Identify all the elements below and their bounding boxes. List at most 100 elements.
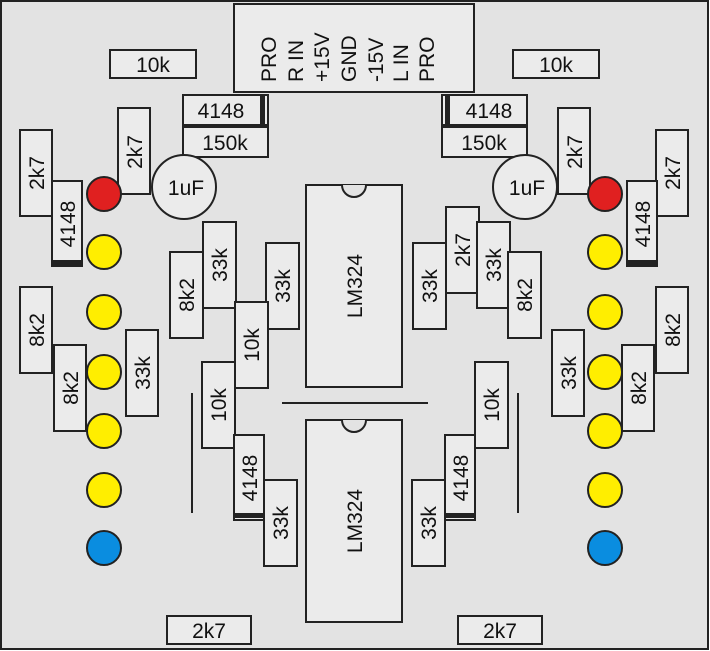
- resistor-left-2k7-outer: 2k7: [19, 129, 53, 217]
- resistor-body: [507, 251, 542, 339]
- resistor-left-33k-low: 33k: [263, 479, 298, 567]
- resistor-right-10k: 10k: [474, 361, 509, 449]
- diode-cathode-band: [52, 260, 82, 265]
- resistor-right-150k: 150k: [441, 126, 528, 158]
- resistor-right-33k-b: 33k: [476, 221, 511, 309]
- resistor-left-33k-side: 33k: [125, 329, 159, 417]
- resistor-right-33k-side-inner: 33k: [412, 242, 447, 330]
- led-yellow: [587, 413, 623, 449]
- resistor-label: 2k7: [483, 620, 517, 643]
- led-yellow: [587, 294, 623, 330]
- ic-notch: [341, 419, 367, 433]
- resistor-body: [557, 107, 591, 195]
- resistor-body: [234, 301, 269, 389]
- connector-pin-1: PRO: [258, 36, 281, 82]
- connector-pin-7: PRO: [416, 36, 439, 82]
- resistor-label: 150k: [461, 132, 507, 155]
- led-blue: [86, 530, 122, 566]
- resistor-label: 8k2: [60, 371, 83, 405]
- resistor-label: 10k: [136, 54, 170, 77]
- resistor-label: 33k: [209, 248, 232, 282]
- diode-right-side: 4148: [626, 180, 658, 267]
- led-red: [587, 176, 623, 212]
- diode-label: 4148: [466, 100, 513, 123]
- ic-bottom: LM324: [305, 419, 403, 623]
- connector-pin-5: -15V: [365, 38, 388, 82]
- led-yellow: [587, 354, 623, 390]
- resistor-label: 8k2: [662, 313, 685, 347]
- resistor-left-10k-a: 10k: [234, 301, 269, 389]
- resistor-label: 33k: [270, 506, 293, 540]
- led-column-right: [587, 176, 623, 566]
- resistor-body: [169, 251, 204, 339]
- resistor-body: [655, 129, 689, 217]
- led-yellow: [587, 234, 623, 270]
- resistor-label: 10k: [481, 388, 504, 422]
- resistor-right-2k7-outer: 2k7: [655, 129, 689, 217]
- resistor-body: [166, 615, 252, 645]
- resistor-body: [201, 361, 236, 449]
- resistor-right-bottom: 2k7: [457, 615, 543, 645]
- resistor-left-8k2-mid: 8k2: [169, 251, 204, 339]
- resistor-label: 33k: [558, 356, 581, 390]
- resistor-body: [476, 221, 511, 309]
- resistor-body: [202, 221, 237, 309]
- connector-pin-4: GND: [338, 35, 361, 82]
- resistor-body: [109, 49, 197, 79]
- capacitor-right: 1uF: [492, 154, 558, 220]
- capacitor-label: 1uF: [509, 177, 545, 200]
- resistor-body: [117, 107, 151, 195]
- resistor-right-2k7-upper: 2k7: [557, 107, 591, 195]
- resistor-body: [621, 344, 655, 432]
- ic-body: [305, 419, 403, 623]
- resistor-label: 2k7: [192, 620, 226, 643]
- led-yellow: [587, 472, 623, 508]
- diode-right-top: 4148: [441, 94, 528, 126]
- ic-label: LM324: [344, 489, 367, 554]
- diode-cathode-band: [445, 95, 450, 125]
- diode-left-top: 4148: [182, 94, 269, 126]
- resistor-left-2k7-upper: 2k7: [117, 107, 151, 195]
- resistor-left-10k-b: 10k: [201, 361, 236, 449]
- diode-body: [444, 434, 476, 521]
- resistor-left-150k: 150k: [182, 126, 269, 158]
- ic-label: LM324: [344, 254, 367, 319]
- resistor-label: 8k2: [26, 313, 49, 347]
- resistor-right-8k2-outer: 8k2: [655, 286, 689, 374]
- diode-cathode-band: [260, 95, 265, 125]
- diode-body: [233, 434, 265, 521]
- resistor-label: 2k7: [26, 156, 49, 190]
- diode-body: [441, 94, 528, 126]
- resistor-body: [474, 361, 509, 449]
- resistor-right-8k2-mid: 8k2: [507, 251, 542, 339]
- resistor-label: 8k2: [514, 278, 537, 312]
- resistor-label: 8k2: [628, 371, 651, 405]
- resistor-right-top: 10k: [512, 49, 600, 79]
- resistor-left-top: 10k: [109, 49, 197, 79]
- led-yellow: [86, 294, 122, 330]
- capacitor-body: [151, 154, 217, 220]
- diode-body: [51, 180, 83, 267]
- diode-cathode-band: [627, 260, 657, 265]
- led-yellow: [86, 354, 122, 390]
- resistor-label: 33k: [132, 356, 155, 390]
- resistor-right-2k7-mid: 2k7: [445, 206, 480, 294]
- resistor-body: [19, 129, 53, 217]
- led-blue: [587, 530, 623, 566]
- resistor-label: 2k7: [662, 156, 685, 190]
- connector-pin-2: R IN: [285, 40, 308, 82]
- diode-left-low: 4148: [233, 434, 265, 521]
- resistor-body: [457, 615, 543, 645]
- resistor-body: [182, 126, 269, 158]
- diode-left-side: 4148: [51, 180, 83, 267]
- diode-label: 4148: [632, 201, 655, 248]
- led-red: [86, 176, 122, 212]
- resistor-body: [265, 242, 300, 330]
- connector-pin-6: L IN: [390, 44, 413, 82]
- connector-outline: [233, 3, 475, 93]
- resistor-left-8k2-inner: 8k2: [53, 344, 87, 432]
- resistor-right-33k-side: 33k: [551, 329, 585, 417]
- resistor-label: 33k: [419, 269, 442, 303]
- resistor-label: 2k7: [124, 135, 147, 169]
